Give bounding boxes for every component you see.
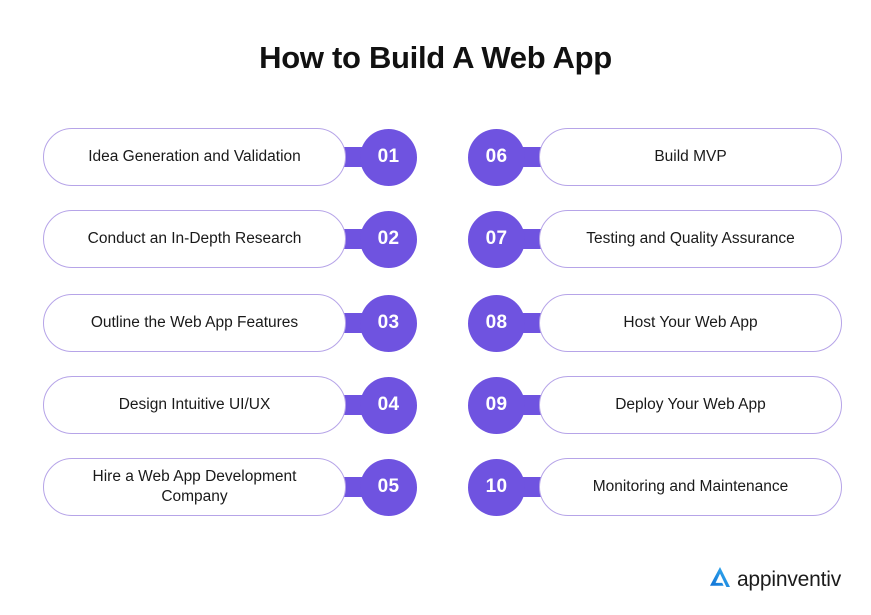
step-label: Outline the Web App Features [90,313,299,331]
step-row[interactable]: Monitoring and Maintenance 10 [444,458,842,516]
step-row[interactable]: Design Intuitive UI/UX 04 [43,376,441,434]
step-row[interactable]: Build MVP 06 [444,128,842,186]
step-label: Monitoring and Maintenance [592,477,789,495]
step-pill[interactable]: Deploy Your Web App [539,376,842,434]
steps-column-left: Idea Generation and Validation 01 Conduc… [43,128,441,538]
chevron-a-icon [705,562,735,597]
brand-name: appinventiv [736,567,841,591]
step-pill[interactable]: Host Your Web App [539,294,842,352]
step-label: Host Your Web App [623,313,758,331]
step-number-badge: 09 [468,376,525,434]
step-pill[interactable]: Idea Generation and Validation [43,128,346,186]
step-row[interactable]: Conduct an In-Depth Research 02 [43,210,441,268]
step-label: Idea Generation and Validation [88,147,301,165]
page-title: How to Build A Web App [259,40,612,75]
step-pill[interactable]: Outline the Web App Features [43,294,346,352]
step-row[interactable]: Testing and Quality Assurance 07 [444,210,842,268]
step-number-badge: 10 [468,458,525,516]
step-row[interactable]: Deploy Your Web App 09 [444,376,842,434]
step-number-badge: 07 [468,210,525,268]
step-pill[interactable]: Hire a Web App Development Company [43,458,346,516]
step-row[interactable]: Host Your Web App 08 [444,294,842,352]
step-label: Testing and Quality Assurance [586,229,795,247]
brand-logo: appinventiv [705,562,841,597]
step-row[interactable]: Idea Generation and Validation 01 [43,128,441,186]
step-label: Design Intuitive UI/UX [118,395,271,413]
steps-column-right: Build MVP 06 Testing and Quality Assuran… [444,128,842,538]
step-number-badge: 06 [468,128,525,186]
step-pill[interactable]: Build MVP [539,128,842,186]
step-label: Build MVP [654,147,727,165]
step-number-badge: 02 [360,210,417,268]
step-pill[interactable]: Testing and Quality Assurance [539,210,842,268]
step-pill[interactable]: Conduct an In-Depth Research [43,210,346,268]
step-label: Conduct an In-Depth Research [87,229,302,247]
step-number-badge: 05 [360,458,417,516]
step-number-badge: 01 [360,128,417,186]
step-pill[interactable]: Monitoring and Maintenance [539,458,842,516]
step-row[interactable]: Outline the Web App Features 03 [43,294,441,352]
step-number-badge: 04 [360,376,417,434]
step-row[interactable]: Hire a Web App Development Company 05 [43,458,441,516]
steps-board: Idea Generation and Validation 01 Conduc… [0,128,871,538]
step-pill[interactable]: Design Intuitive UI/UX [43,376,346,434]
step-number-badge: 08 [468,294,525,352]
step-label: Deploy Your Web App [615,395,766,413]
step-label: Hire a Web App Development Company [92,467,297,505]
step-number-badge: 03 [360,294,417,352]
